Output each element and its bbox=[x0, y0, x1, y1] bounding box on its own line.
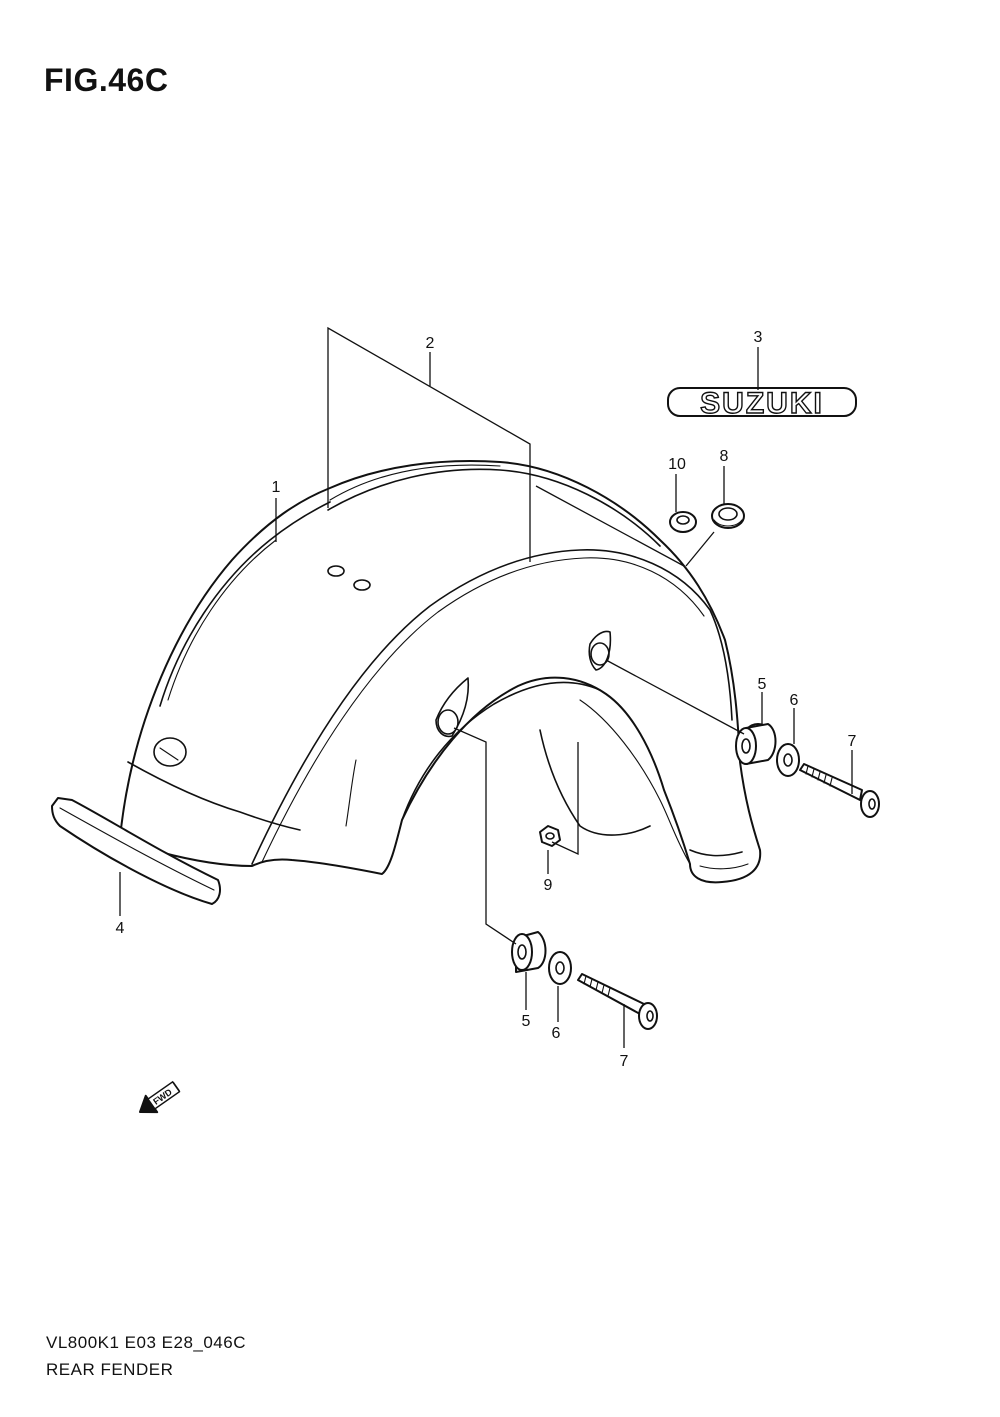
nut-9-part[interactable] bbox=[539, 825, 561, 847]
fwd-arrow-icon: FWD bbox=[139, 1080, 181, 1114]
suzuki-emblem-part[interactable]: SUZUKI bbox=[667, 386, 857, 421]
callout-3: 3 bbox=[754, 329, 763, 346]
callout-7-lower: 7 bbox=[620, 1053, 629, 1070]
bolt-7-lower-part[interactable] bbox=[577, 973, 658, 1030]
callout-labels: 1 2 3 4 5 6 7 8 9 10 5 6 7 bbox=[116, 329, 857, 1070]
grommet-10-part[interactable] bbox=[669, 511, 697, 533]
cushion-5-lower-part[interactable] bbox=[511, 931, 547, 973]
figure-title: FIG.46C bbox=[44, 62, 169, 98]
callout-7-upper: 7 bbox=[848, 733, 857, 750]
bolt-7-upper-part[interactable] bbox=[799, 763, 880, 818]
cushion-5-upper-part[interactable] bbox=[735, 723, 777, 765]
emblem-text: SUZUKI bbox=[700, 387, 824, 420]
callout-6-upper: 6 bbox=[790, 692, 799, 709]
callout-1: 1 bbox=[272, 479, 281, 496]
callout-9: 9 bbox=[544, 877, 553, 894]
callout-2: 2 bbox=[426, 335, 435, 352]
washer-6-upper-part[interactable] bbox=[776, 743, 800, 777]
callout-10: 10 bbox=[668, 456, 686, 473]
callout-8: 8 bbox=[720, 448, 729, 465]
section-name: REAR FENDER bbox=[46, 1360, 174, 1379]
rear-fender-part[interactable] bbox=[119, 460, 762, 884]
model-code: VL800K1 E03 E28_046C bbox=[46, 1333, 246, 1352]
callout-4: 4 bbox=[116, 920, 125, 937]
washer-6-lower-part[interactable] bbox=[548, 951, 572, 985]
callout-5-upper: 5 bbox=[758, 676, 767, 693]
callout-5-lower: 5 bbox=[522, 1013, 531, 1030]
leader-lines bbox=[119, 326, 853, 1048]
trim-strip-part[interactable] bbox=[51, 797, 221, 905]
grommet-8-part[interactable] bbox=[711, 503, 745, 529]
callout-6-lower: 6 bbox=[552, 1025, 561, 1042]
